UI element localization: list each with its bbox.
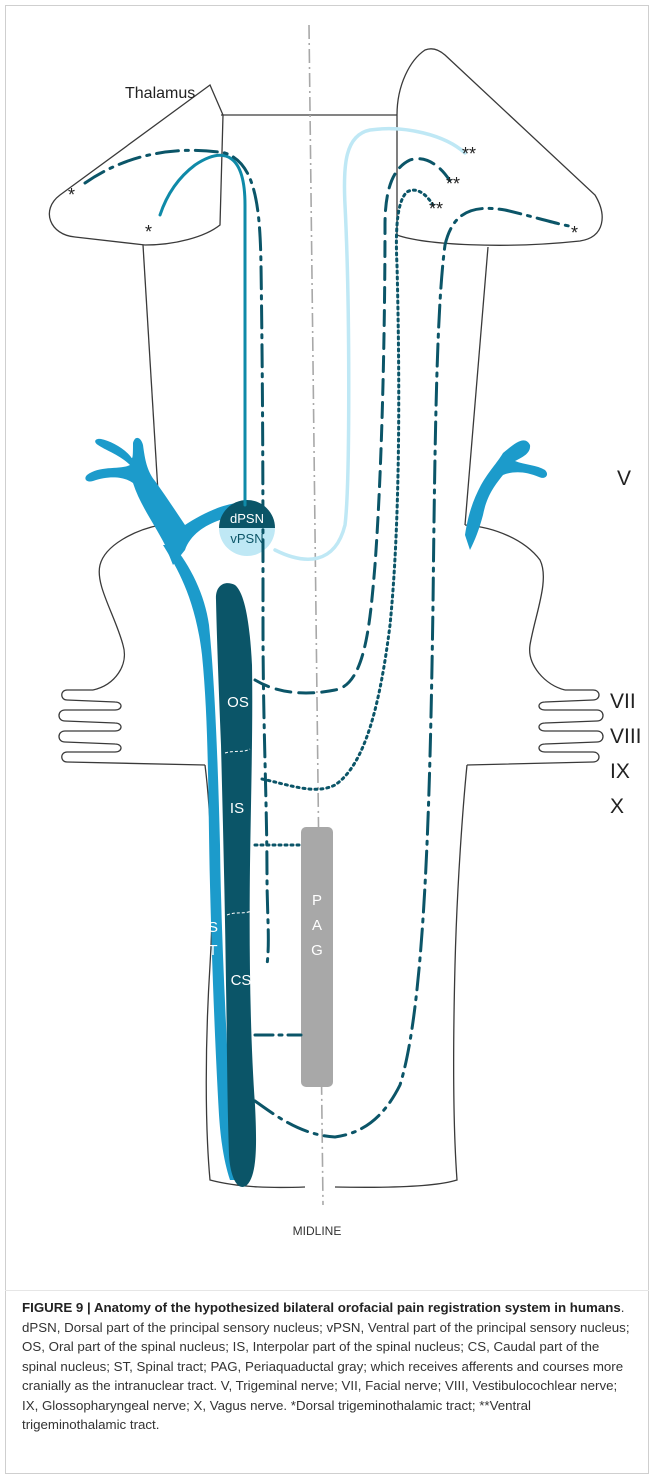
figure-caption: FIGURE 9 | Anatomy of the hypothesized b… [22, 1298, 636, 1435]
os-label: OS [227, 694, 249, 711]
caption-body: . dPSN, Dorsal part of the principal sen… [22, 1300, 630, 1432]
asterisk-left-outer: * [68, 185, 75, 205]
caption-title: Anatomy of the hypothesized bilateral or… [94, 1300, 621, 1315]
nerve-label-viii: VIII [610, 725, 642, 748]
dpsn-label: dPSN [230, 511, 264, 526]
trigeminal-nerve-right [465, 440, 547, 550]
asterisk-right: * [571, 223, 578, 243]
brainstem-diagram: Thalamus dPSN vPSN OS IS CS S T P A G * … [5, 5, 649, 1295]
nerve-label-ix: IX [610, 760, 630, 783]
principal-sensory-nucleus [219, 500, 275, 556]
pag-label-g: G [311, 942, 323, 959]
thalamus-label: Thalamus [125, 85, 195, 102]
double-asterisk-3: ** [429, 199, 443, 219]
vpsn-label: vPSN [230, 531, 263, 546]
is-label: IS [230, 800, 244, 817]
spinal-tract-label-t: T [208, 942, 217, 959]
nerve-label-vii: VII [610, 690, 636, 713]
double-asterisk-1: ** [462, 144, 476, 164]
cs-label: CS [231, 972, 252, 989]
double-asterisk-2: ** [446, 174, 460, 194]
figure-number: FIGURE 9 | [22, 1300, 94, 1315]
pag-label-p: P [312, 892, 322, 909]
caption-divider [5, 1290, 649, 1291]
nerve-label-x: X [610, 795, 624, 818]
pag-label-a: A [312, 917, 322, 934]
nerve-label-v: V [617, 467, 631, 490]
asterisk-left-inner: * [145, 222, 152, 242]
trigeminal-nerve-left [85, 438, 240, 1180]
midline-label: MIDLINE [293, 1224, 342, 1238]
spinal-tract-label-s: S [208, 919, 218, 936]
